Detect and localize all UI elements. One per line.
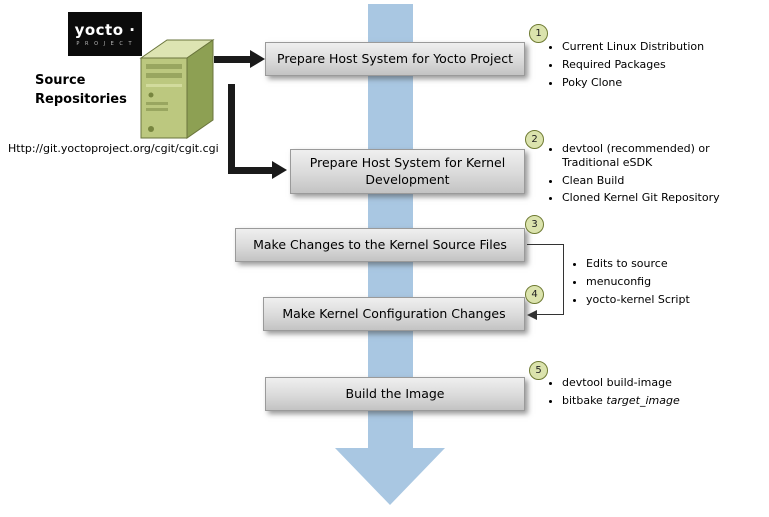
bullet-text-italic: target_image bbox=[606, 393, 680, 407]
bullet-text: bitbake bbox=[562, 393, 607, 407]
step-box-build-image: Build the Image bbox=[265, 377, 525, 411]
step-number-badge-2: 2 bbox=[525, 130, 544, 149]
bracket-arrow-head-icon bbox=[527, 310, 537, 320]
bullet-item: yocto-kernel Script bbox=[586, 293, 747, 307]
workflow-arrow-head-icon bbox=[335, 448, 445, 505]
bullet-item: devtool (recommended) or Traditional eSD… bbox=[562, 142, 748, 170]
bullet-item: menuconfig bbox=[586, 275, 747, 289]
bullet-item: Required Packages bbox=[562, 58, 753, 72]
step-box-make-source-changes: Make Changes to the Kernel Source Files bbox=[235, 228, 525, 262]
steps34-shared-bullet-list: Edits to source menuconfig yocto-kernel … bbox=[572, 257, 747, 310]
bracket-line-top bbox=[527, 244, 564, 245]
step5-bullet-list: devtool build-image bitbake target_image bbox=[548, 376, 753, 412]
step-number-badge-5: 5 bbox=[529, 361, 548, 380]
server-icon bbox=[133, 36, 221, 148]
arrow-to-step1-head-icon bbox=[250, 50, 265, 68]
bullet-item: Cloned Kernel Git Repository bbox=[562, 191, 748, 205]
bracket-line-vertical bbox=[563, 244, 564, 315]
bullet-item: devtool build-image bbox=[562, 376, 753, 390]
workflow-arrow-shaft bbox=[368, 4, 413, 448]
step-number-badge-4: 4 bbox=[525, 285, 544, 304]
arrow-to-step2-head-icon bbox=[272, 161, 287, 179]
step-box-make-config-changes: Make Kernel Configuration Changes bbox=[263, 297, 525, 331]
bullet-item: Clean Build bbox=[562, 174, 748, 188]
yocto-logo-subtitle: P R O J E C T bbox=[76, 41, 134, 47]
arrow-to-step2-vertical bbox=[228, 84, 235, 174]
step1-bullet-list: Current Linux Distribution Required Pack… bbox=[548, 40, 753, 93]
arrow-to-step1-shaft bbox=[214, 56, 252, 63]
step2-bullet-list: devtool (recommended) or Traditional eSD… bbox=[548, 142, 748, 209]
repository-url: Http://git.yoctoproject.org/cgit/cgit.cg… bbox=[8, 142, 219, 155]
yocto-logo-title: yocto · bbox=[74, 21, 136, 39]
source-repositories-label: Source Repositories bbox=[35, 73, 127, 107]
bullet-item: Current Linux Distribution bbox=[562, 40, 753, 54]
step-box-prepare-host-kernel: Prepare Host System for Kernel Developme… bbox=[290, 149, 525, 194]
step-number-badge-1: 1 bbox=[529, 24, 548, 43]
bullet-item: Poky Clone bbox=[562, 76, 753, 90]
step-number-badge-3: 3 bbox=[525, 215, 544, 234]
arrow-to-step2-horizontal bbox=[228, 167, 274, 174]
bullet-item: bitbake target_image bbox=[562, 394, 753, 408]
yocto-logo: yocto · P R O J E C T bbox=[68, 12, 142, 56]
step-box-prepare-host-yocto: Prepare Host System for Yocto Project bbox=[265, 42, 525, 76]
bracket-line-bottom bbox=[537, 314, 564, 315]
bullet-item: Edits to source bbox=[586, 257, 747, 271]
server-tower-icon bbox=[139, 39, 215, 139]
